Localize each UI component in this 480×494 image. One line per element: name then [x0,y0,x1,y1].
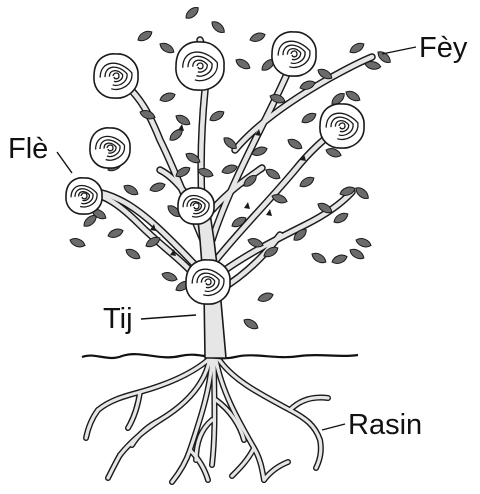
leaf-icon [310,251,328,265]
rose-bloom-icon [272,32,316,76]
leaf-icon [332,211,350,225]
rose-bloom-icon [176,42,224,90]
leaf-icon [136,29,154,43]
flower-leader-line [57,152,72,173]
stem-leader-line [141,315,196,319]
thorn [244,202,250,209]
leaf-icon [344,89,362,103]
rose-bloom-icon [94,54,138,98]
leaf-icon [242,317,260,331]
leaf-icon [264,167,282,181]
rose-bloom-icon [90,128,130,168]
leaf-icon [354,185,371,201]
root-system [86,358,328,482]
leaf-icon [124,247,142,261]
leaf-icon [348,247,366,261]
rose-bloom-icon [186,260,230,304]
leaf-icon [158,41,176,55]
leaf-icon [210,19,227,35]
root [98,360,208,410]
leaf-icon [376,49,393,65]
leaf-icon [159,91,177,104]
root-core [108,455,120,478]
leaf-icon [257,291,275,304]
leaf-icon [298,175,316,189]
stem-label: Tij [103,303,133,335]
leaf-icon [208,109,226,123]
leaf-icon [149,181,167,194]
leaf-icon [249,31,267,44]
root-label: Rasin [348,409,422,441]
leaf-icon [69,236,87,249]
root-core [232,448,254,476]
leaf-icon [286,137,304,151]
thorn [266,209,272,216]
leaf-icon [300,111,318,125]
leaf-leader-line [382,47,416,54]
leaf-icon [161,270,179,283]
rose-bloom-icon [178,188,214,224]
flower-label: Flè [8,133,48,165]
thorn [178,124,184,131]
leaf-icon [331,253,349,266]
leaf-icon [122,183,140,197]
rose-bloom-icon [66,178,102,214]
leaf-icon [348,41,366,55]
leaf-icon [107,227,125,240]
leaf-icon [174,113,192,127]
rose-bloom-icon [320,104,364,148]
leaf-icon [234,57,252,71]
leaf-icon [355,236,373,249]
leaf-label: Fèy [419,32,468,64]
root-leader-line [322,424,345,430]
leaf-icon [184,5,201,21]
